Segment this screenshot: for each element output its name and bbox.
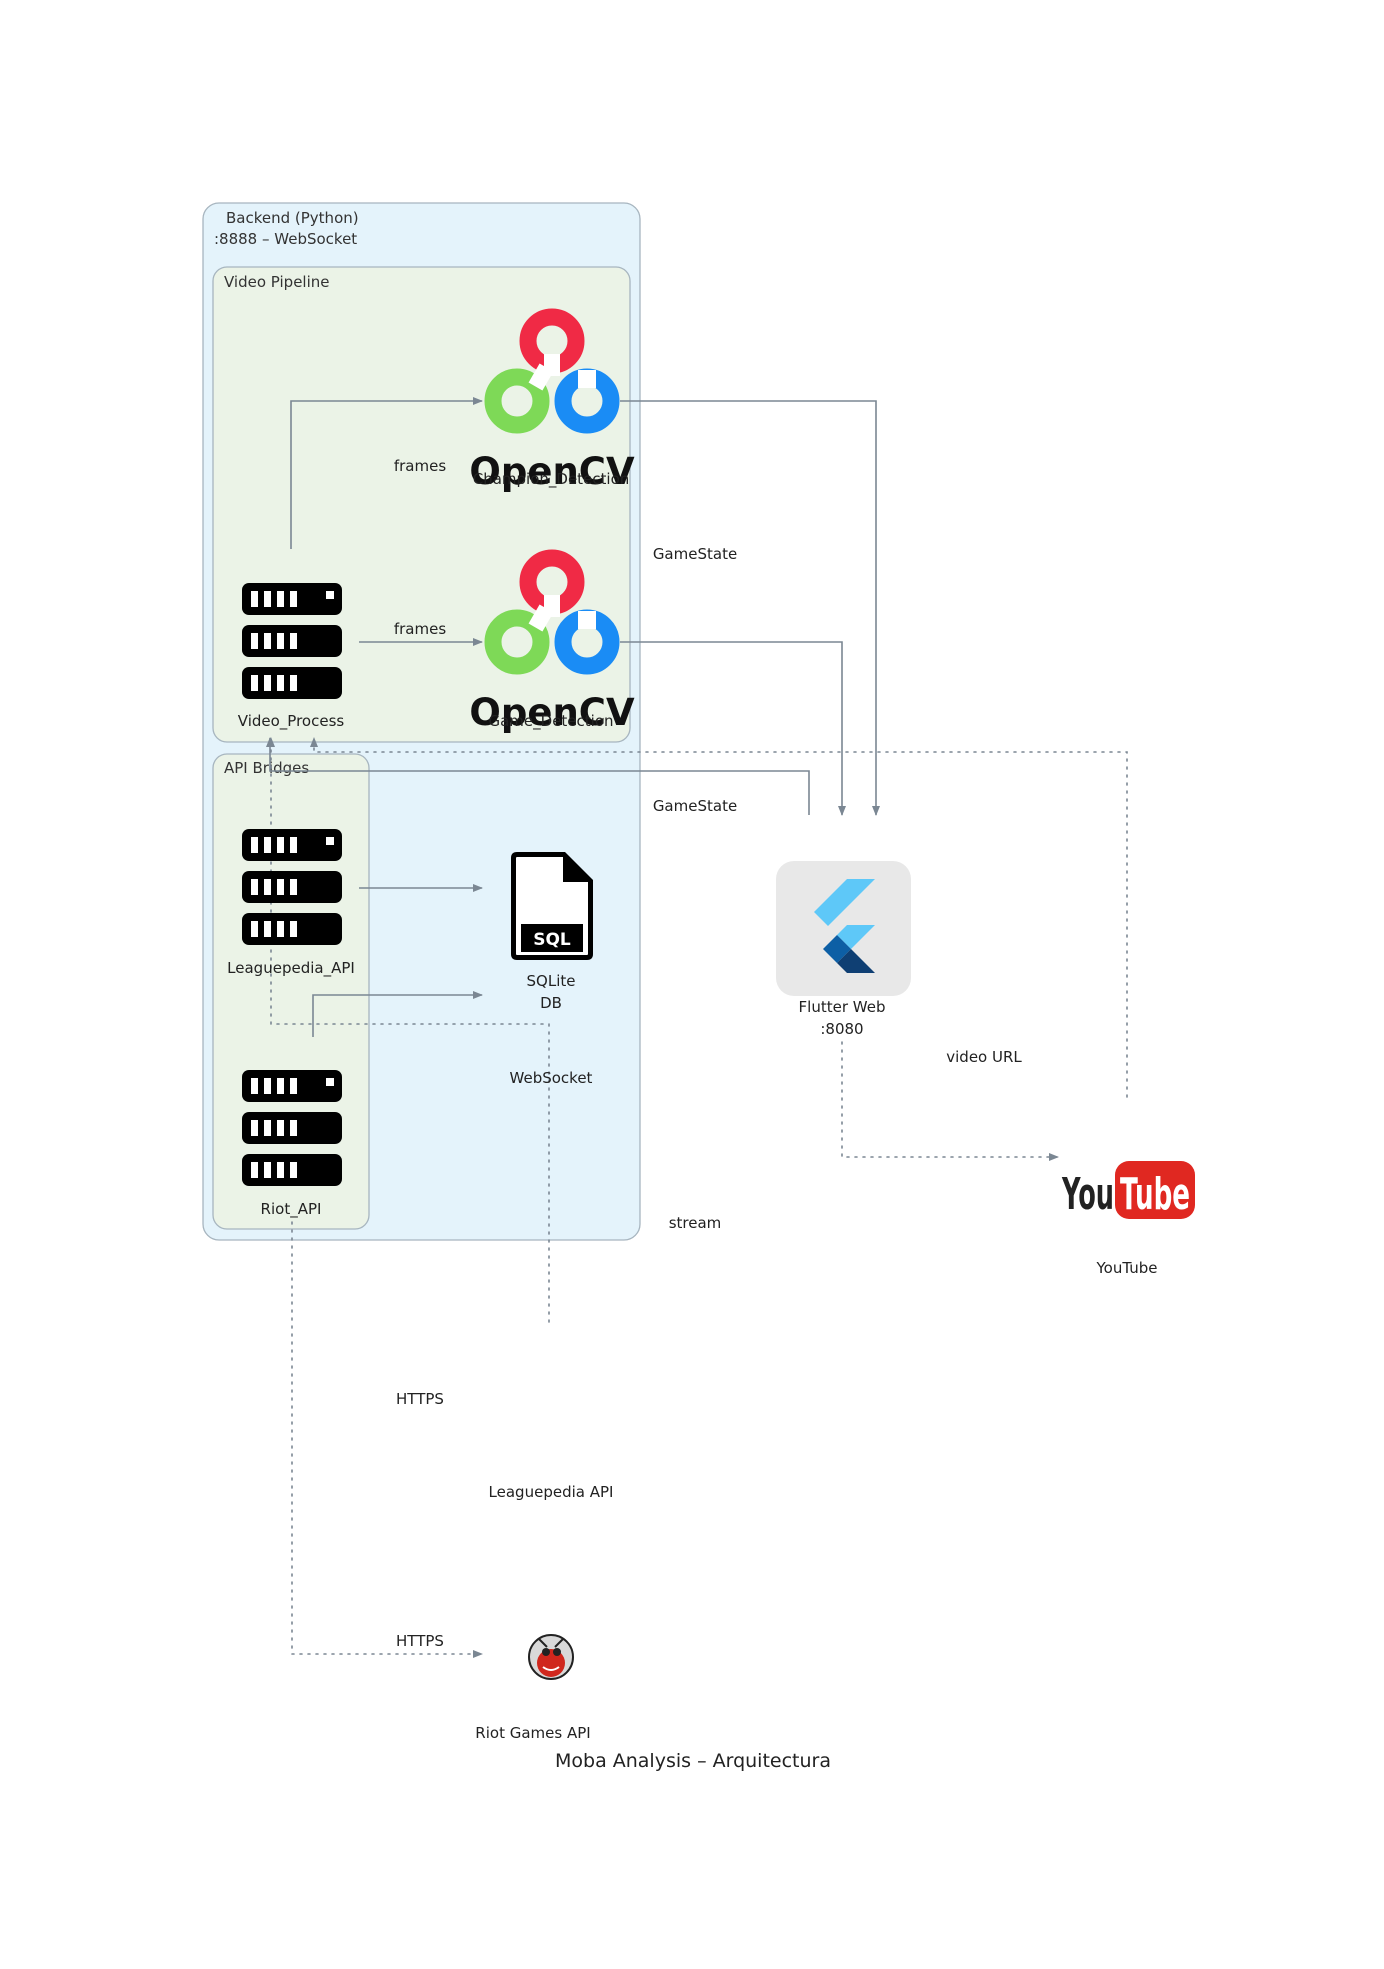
opencv-wordmark: OpenCV (469, 450, 635, 493)
sql-file-icon: SQL (511, 852, 593, 960)
backend-cluster-port: :8888 – WebSocket (214, 230, 357, 248)
flutter-logo-icon (776, 861, 911, 996)
riot-api-bridge-label: Riot_API (261, 1200, 322, 1219)
backend-cluster-title: Backend (Python) (226, 209, 359, 227)
edge-gamestate-champion-flutter (620, 400, 880, 816)
opencv-wordmark: OpenCV (469, 691, 635, 734)
opencv-logo-icon: OpenCV (469, 558, 635, 734)
edge-label-https-2: HTTPS (396, 1632, 444, 1650)
leaguepedia-api-label: Leaguepedia API (489, 1483, 614, 1501)
edge-label-gamestate-1: GameState (653, 545, 737, 563)
video-pipeline-cluster-title: Video Pipeline (224, 273, 330, 291)
edge-youtube-stream (310, 737, 1128, 1098)
flutter-web-node[interactable]: Flutter Web :8080 (776, 861, 911, 1038)
riot-api-bridge-node[interactable]: Riot_API (242, 1070, 342, 1219)
video-process-node[interactable]: Video_Process (238, 583, 345, 731)
edge-gamestate-game-flutter (620, 641, 846, 816)
leaguepedia-api-bridge-node[interactable]: Leaguepedia_API (227, 829, 355, 978)
edge-label-gamestate-2: GameState (653, 797, 737, 815)
edge-riot-https (291, 1221, 483, 1658)
video-process-label: Video_Process (238, 712, 345, 731)
flutter-web-label: Flutter Web (799, 998, 886, 1016)
game-detection-node[interactable]: OpenCV Game_Detection (469, 558, 635, 734)
champion-detection-node[interactable]: OpenCV Champion_Detection (469, 317, 635, 493)
sql-badge: SQL (533, 930, 571, 950)
leaguepedia-api-bridge-label: Leaguepedia_API (227, 959, 355, 978)
riot-games-api-node[interactable]: Riot Games API (475, 1634, 591, 1742)
youtube-wordmark-you: You (1061, 1169, 1114, 1220)
riot-games-api-label: Riot Games API (475, 1724, 590, 1742)
youtube-node[interactable]: You Tube YouTube (1061, 1161, 1195, 1277)
leaguepedia-api-node[interactable]: Leaguepedia API (489, 1483, 614, 1501)
edge-riot-sqlite (312, 991, 483, 1037)
edge-label-stream: stream (669, 1214, 722, 1232)
edge-label-frames-1: frames (394, 457, 446, 475)
sqlite-db-label: SQLite (527, 972, 576, 990)
opencv-logo-icon: OpenCV (469, 317, 635, 493)
server-rack-icon (242, 1070, 342, 1186)
server-rack-icon (242, 829, 342, 945)
edge-label-websocket: WebSocket (510, 1069, 593, 1087)
sqlite-db-sublabel: DB (540, 994, 562, 1012)
edge-flutter-videoprocess (266, 737, 810, 815)
game-detection-label: Game_Detection (488, 712, 613, 731)
flutter-web-port: :8080 (820, 1020, 863, 1038)
server-rack-icon (242, 583, 342, 699)
youtube-logo-icon: You Tube (1061, 1161, 1195, 1220)
riot-games-logo-icon (528, 1634, 574, 1680)
edge-label-https-1: HTTPS (396, 1390, 444, 1408)
edge-label-frames-2: frames (394, 620, 446, 638)
sqlite-db-node[interactable]: SQL SQLite DB (511, 852, 593, 1012)
youtube-wordmark-tube: Tube (1120, 1169, 1190, 1220)
edge-frames-champion (290, 397, 483, 549)
api-bridges-cluster-title: API Bridges (224, 759, 309, 777)
edge-label-video-url: video URL (946, 1048, 1022, 1066)
youtube-label: YouTube (1096, 1259, 1158, 1277)
diagram-title: Moba Analysis – Arquitectura (555, 1750, 831, 1772)
champion-detection-label: Champion_Detection (473, 470, 630, 489)
